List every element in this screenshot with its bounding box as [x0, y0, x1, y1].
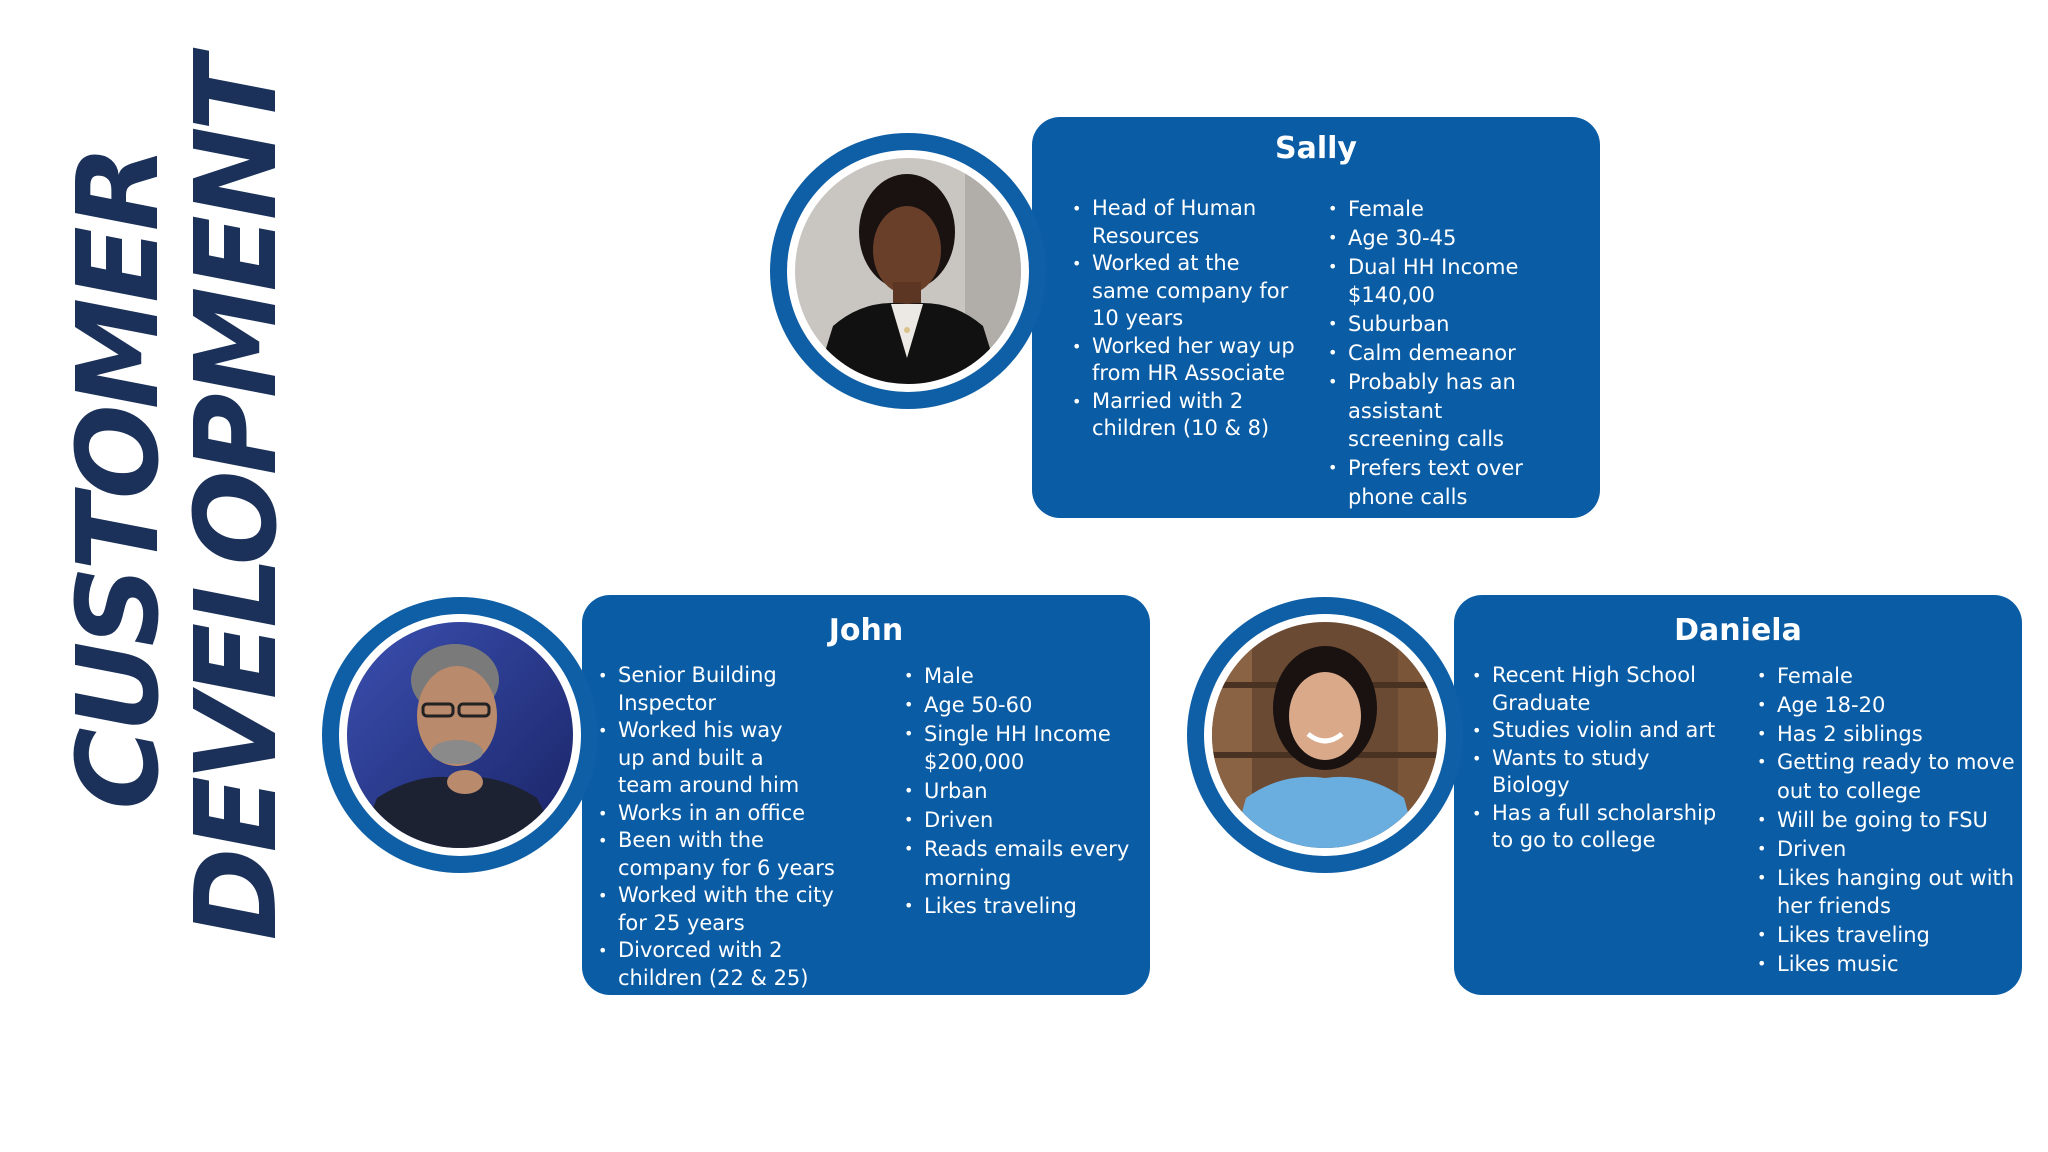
details-list-right: Male Age 50-60 Single HH Income $200,000… — [904, 662, 1144, 921]
list-item: Age 18-20 — [1757, 691, 2019, 720]
list-item: Age 50-60 — [904, 691, 1144, 720]
list-item: Worked her way up from HR Associate — [1072, 333, 1297, 388]
details-list-right: Female Age 30-45 Dual HH Income $140,00 … — [1328, 195, 1590, 512]
avatar-john — [347, 622, 573, 848]
list-item: Calm demeanor — [1328, 339, 1590, 368]
list-item: Senior Building Inspector — [598, 662, 848, 717]
list-item: Suburban — [1328, 310, 1590, 339]
list-item: Driven — [1757, 835, 2019, 864]
list-item: Age 30-45 — [1328, 224, 1590, 253]
list-item: Likes music — [1757, 950, 2019, 979]
list-item: Male — [904, 662, 1144, 691]
list-item: Worked at the same company for 10 years — [1072, 250, 1297, 333]
details-list-left: Senior Building Inspector Worked his way… — [598, 662, 848, 992]
list-item: Getting ready to move out to college — [1757, 748, 2019, 806]
avatar-ring — [770, 133, 1046, 409]
list-item: Has a full scholarship to go to college — [1472, 800, 1724, 855]
list-item: Urban — [904, 777, 1144, 806]
list-item: Recent High School Graduate — [1472, 662, 1724, 717]
list-item: Works in an office — [598, 800, 848, 828]
details-list-left: Head of Human Resources Worked at the sa… — [1072, 195, 1297, 443]
details-list-left: Recent High School Graduate Studies viol… — [1472, 662, 1724, 855]
list-item: Prefers text over phone calls — [1328, 454, 1590, 512]
avatar-ring — [322, 597, 598, 873]
list-item: Likes hanging out with her friends — [1757, 864, 2019, 922]
list-item: Female — [1757, 662, 2019, 691]
list-item: Divorced with 2 children (22 & 25) — [598, 937, 848, 992]
avatar-daniela — [1212, 622, 1438, 848]
persona-name: Sally — [1275, 131, 1357, 166]
list-item: Likes traveling — [904, 892, 1144, 921]
list-item: Worked his way up and built a team aroun… — [598, 717, 848, 800]
list-item: Dual HH Income $140,00 — [1328, 253, 1590, 311]
details-list-right: Female Age 18-20 Has 2 siblings Getting … — [1757, 662, 2019, 979]
list-item: Single HH Income $200,000 — [904, 720, 1144, 778]
card-sally: Sally Head of Human Resources Worked at … — [1032, 117, 1600, 518]
list-item: Will be going to FSU — [1757, 806, 2019, 835]
title-line-development: DEVELOPMENT — [172, 60, 302, 941]
persona-name: Daniela — [1674, 613, 1802, 648]
list-item: Reads emails every morning — [904, 835, 1144, 893]
slide-title: CUSTOMER DEVELOPMENT — [54, 60, 302, 1090]
list-item: Has 2 siblings — [1757, 720, 2019, 749]
list-item: Studies violin and art — [1472, 717, 1724, 745]
list-item: Married with 2 children (10 & 8) — [1072, 388, 1297, 443]
list-item: Driven — [904, 806, 1144, 835]
list-item: Likes traveling — [1757, 921, 2019, 950]
card-john: John Senior Building Inspector Worked hi… — [582, 595, 1150, 995]
list-item: Probably has an assistant screening call… — [1328, 368, 1590, 454]
list-item: Wants to study Biology — [1472, 745, 1724, 800]
title-line-customer: CUSTOMER — [54, 150, 184, 810]
list-item: Head of Human Resources — [1072, 195, 1297, 250]
card-daniela: Daniela Recent High School Graduate Stud… — [1454, 595, 2022, 995]
list-item: Worked with the city for 25 years — [598, 882, 848, 937]
list-item: Been with the company for 6 years — [598, 827, 848, 882]
avatar-sally — [795, 158, 1021, 384]
persona-name: John — [828, 613, 904, 648]
list-item: Female — [1328, 195, 1590, 224]
avatar-ring — [1187, 597, 1463, 873]
